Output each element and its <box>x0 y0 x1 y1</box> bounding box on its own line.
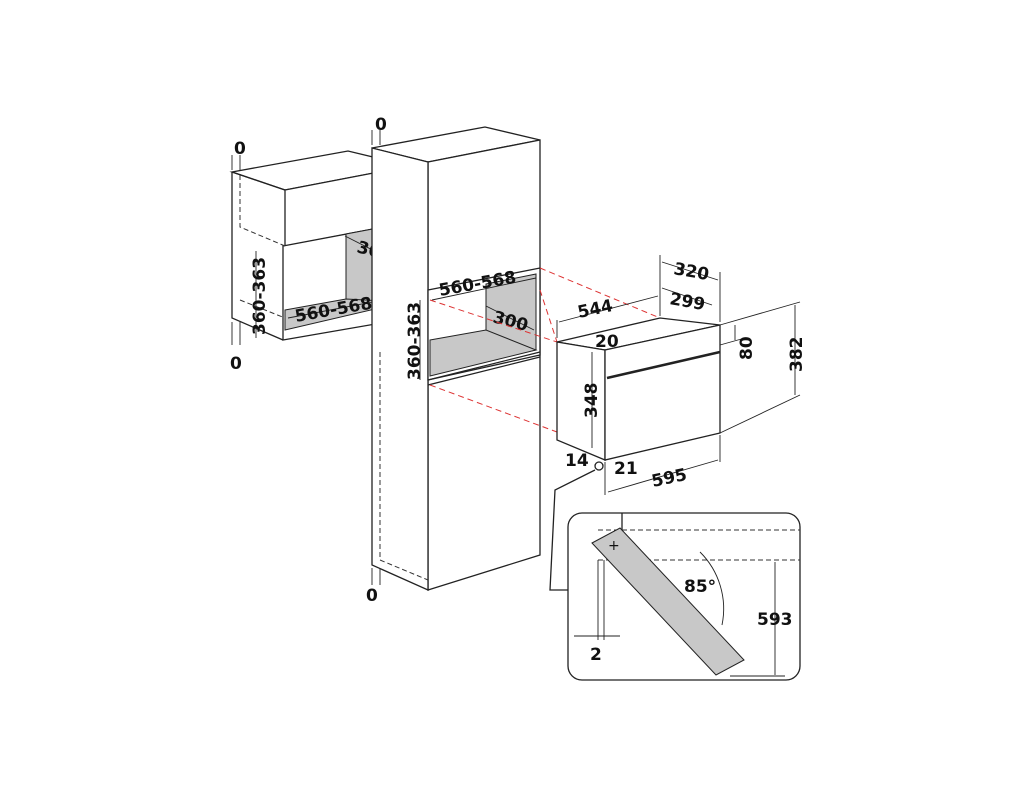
tall-gap-bottom-label: 0 <box>366 586 378 606</box>
oven-body-height-label: 348 <box>582 383 602 419</box>
oven-depth-body-label: 299 <box>668 289 706 315</box>
oven-width-label: 595 <box>650 465 689 492</box>
alignment-guides <box>429 267 661 433</box>
tall-cabinet <box>371 126 541 592</box>
detail-marker-icon <box>594 461 604 471</box>
oven-bottom-offset-label: 14 <box>565 451 589 471</box>
oven-panel-height-label: 80 <box>737 336 757 360</box>
wall-height-label: 360-363 <box>250 257 270 335</box>
pivot-icon: + <box>608 538 620 554</box>
door-height-label: 593 <box>757 610 793 630</box>
door-angle-label: 85° <box>684 577 716 597</box>
wall-gap-top-label: 0 <box>234 139 246 159</box>
oven-depth-total-label: 320 <box>672 259 711 285</box>
door-clearance-label: 2 <box>590 645 602 665</box>
oven-front-offset-label: 21 <box>614 459 638 479</box>
oven-top-offset-label: 20 <box>595 332 619 352</box>
tall-height-label: 360-363 <box>405 302 425 380</box>
door-opening-detail: + <box>567 512 801 681</box>
tall-gap-top-label: 0 <box>375 115 387 135</box>
oven-width-body-label: 544 <box>576 296 615 323</box>
wall-gap-bottom-label: 0 <box>230 354 242 374</box>
oven-total-height-label: 382 <box>787 337 807 373</box>
oven <box>549 255 801 591</box>
